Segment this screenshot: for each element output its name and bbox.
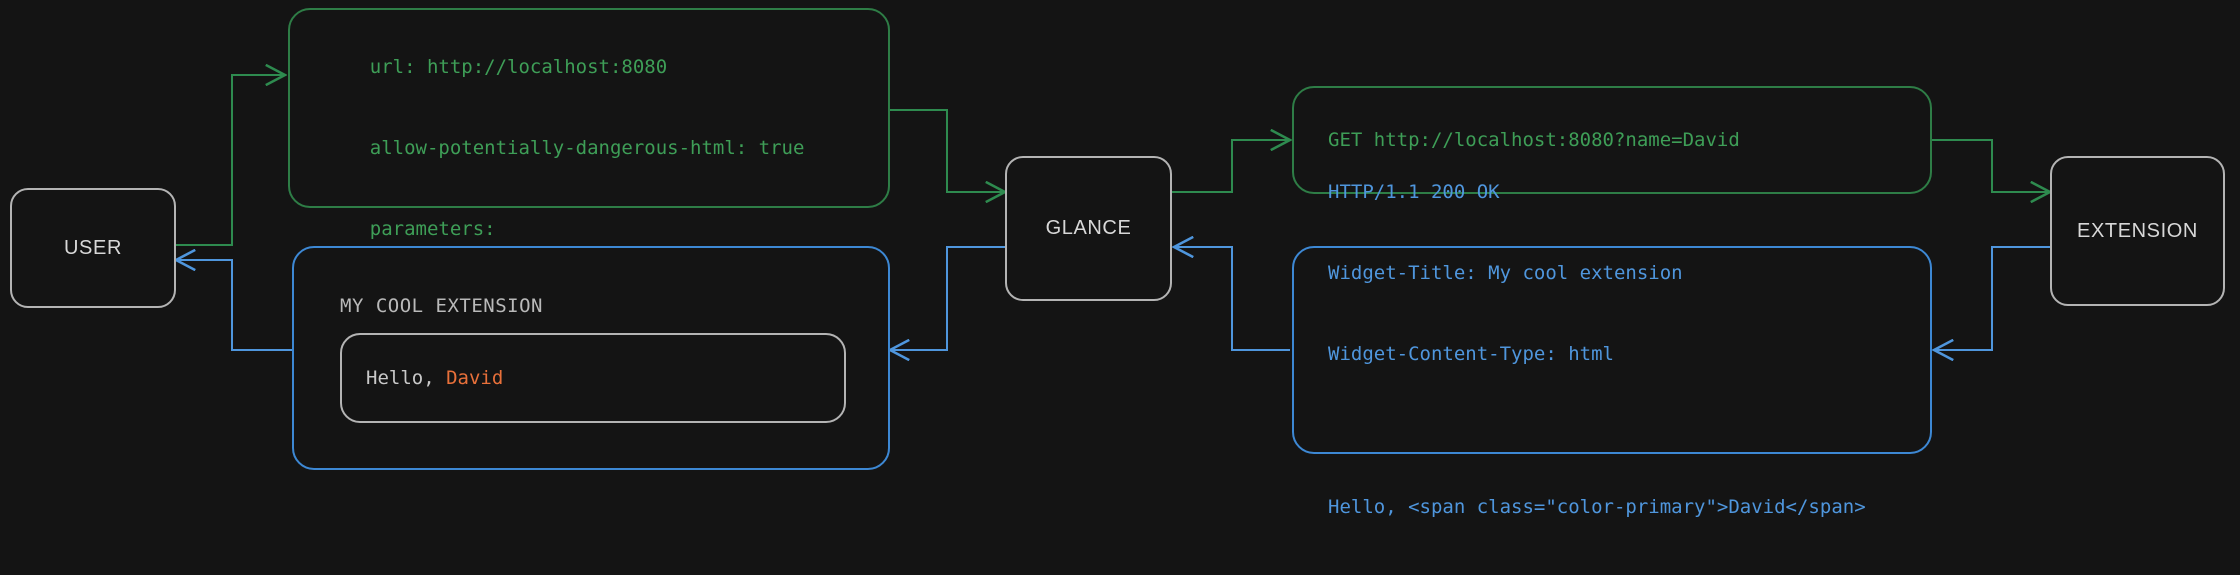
wire-response-to-glance	[1174, 247, 1290, 350]
widget-preview-content: Hello, David	[340, 333, 846, 423]
wire-user-to-config	[176, 75, 285, 245]
config-yaml-box[interactable]: widgets: - type: extension url: http://l…	[288, 8, 890, 208]
widget-preview-title: MY COOL EXTENSION	[340, 293, 888, 320]
http-response-box[interactable]: HTTP/1.1 200 OK Widget-Title: My cool ex…	[1292, 246, 1932, 454]
wire-extension-to-response	[1934, 247, 2050, 350]
node-glance-label: GLANCE	[1046, 217, 1132, 240]
response-line: HTTP/1.1 200 OK	[1328, 179, 1896, 206]
widget-greeting-name: David	[446, 367, 503, 389]
response-blank-line	[1328, 422, 1896, 440]
config-line: allow-potentially-dangerous-html: true	[324, 135, 854, 162]
wire-glance-to-widget	[890, 247, 1005, 350]
widget-greeting-prefix: Hello,	[366, 367, 446, 389]
node-extension-label: EXTENSION	[2077, 220, 2198, 243]
response-line: Hello, <span class="color-primary">David…	[1328, 494, 1896, 521]
node-glance[interactable]: GLANCE	[1005, 156, 1172, 301]
node-user-label: USER	[64, 237, 122, 260]
wire-glance-to-request	[1172, 140, 1290, 192]
config-line: parameters:	[324, 216, 854, 243]
wire-config-to-glance	[890, 110, 1005, 192]
wire-request-to-extension	[1932, 140, 2050, 192]
diagram-canvas: USER GLANCE EXTENSION widgets: - type: e…	[0, 0, 2240, 480]
node-user[interactable]: USER	[10, 188, 176, 308]
wire-widget-to-user	[176, 260, 292, 350]
response-line: Widget-Title: My cool extension	[1328, 260, 1896, 287]
widget-greeting: Hello, David	[366, 365, 503, 392]
widget-preview-box[interactable]: MY COOL EXTENSION Hello, David	[292, 246, 890, 470]
config-line: url: http://localhost:8080	[324, 54, 854, 81]
node-extension[interactable]: EXTENSION	[2050, 156, 2225, 306]
response-line: Widget-Content-Type: html	[1328, 341, 1896, 368]
